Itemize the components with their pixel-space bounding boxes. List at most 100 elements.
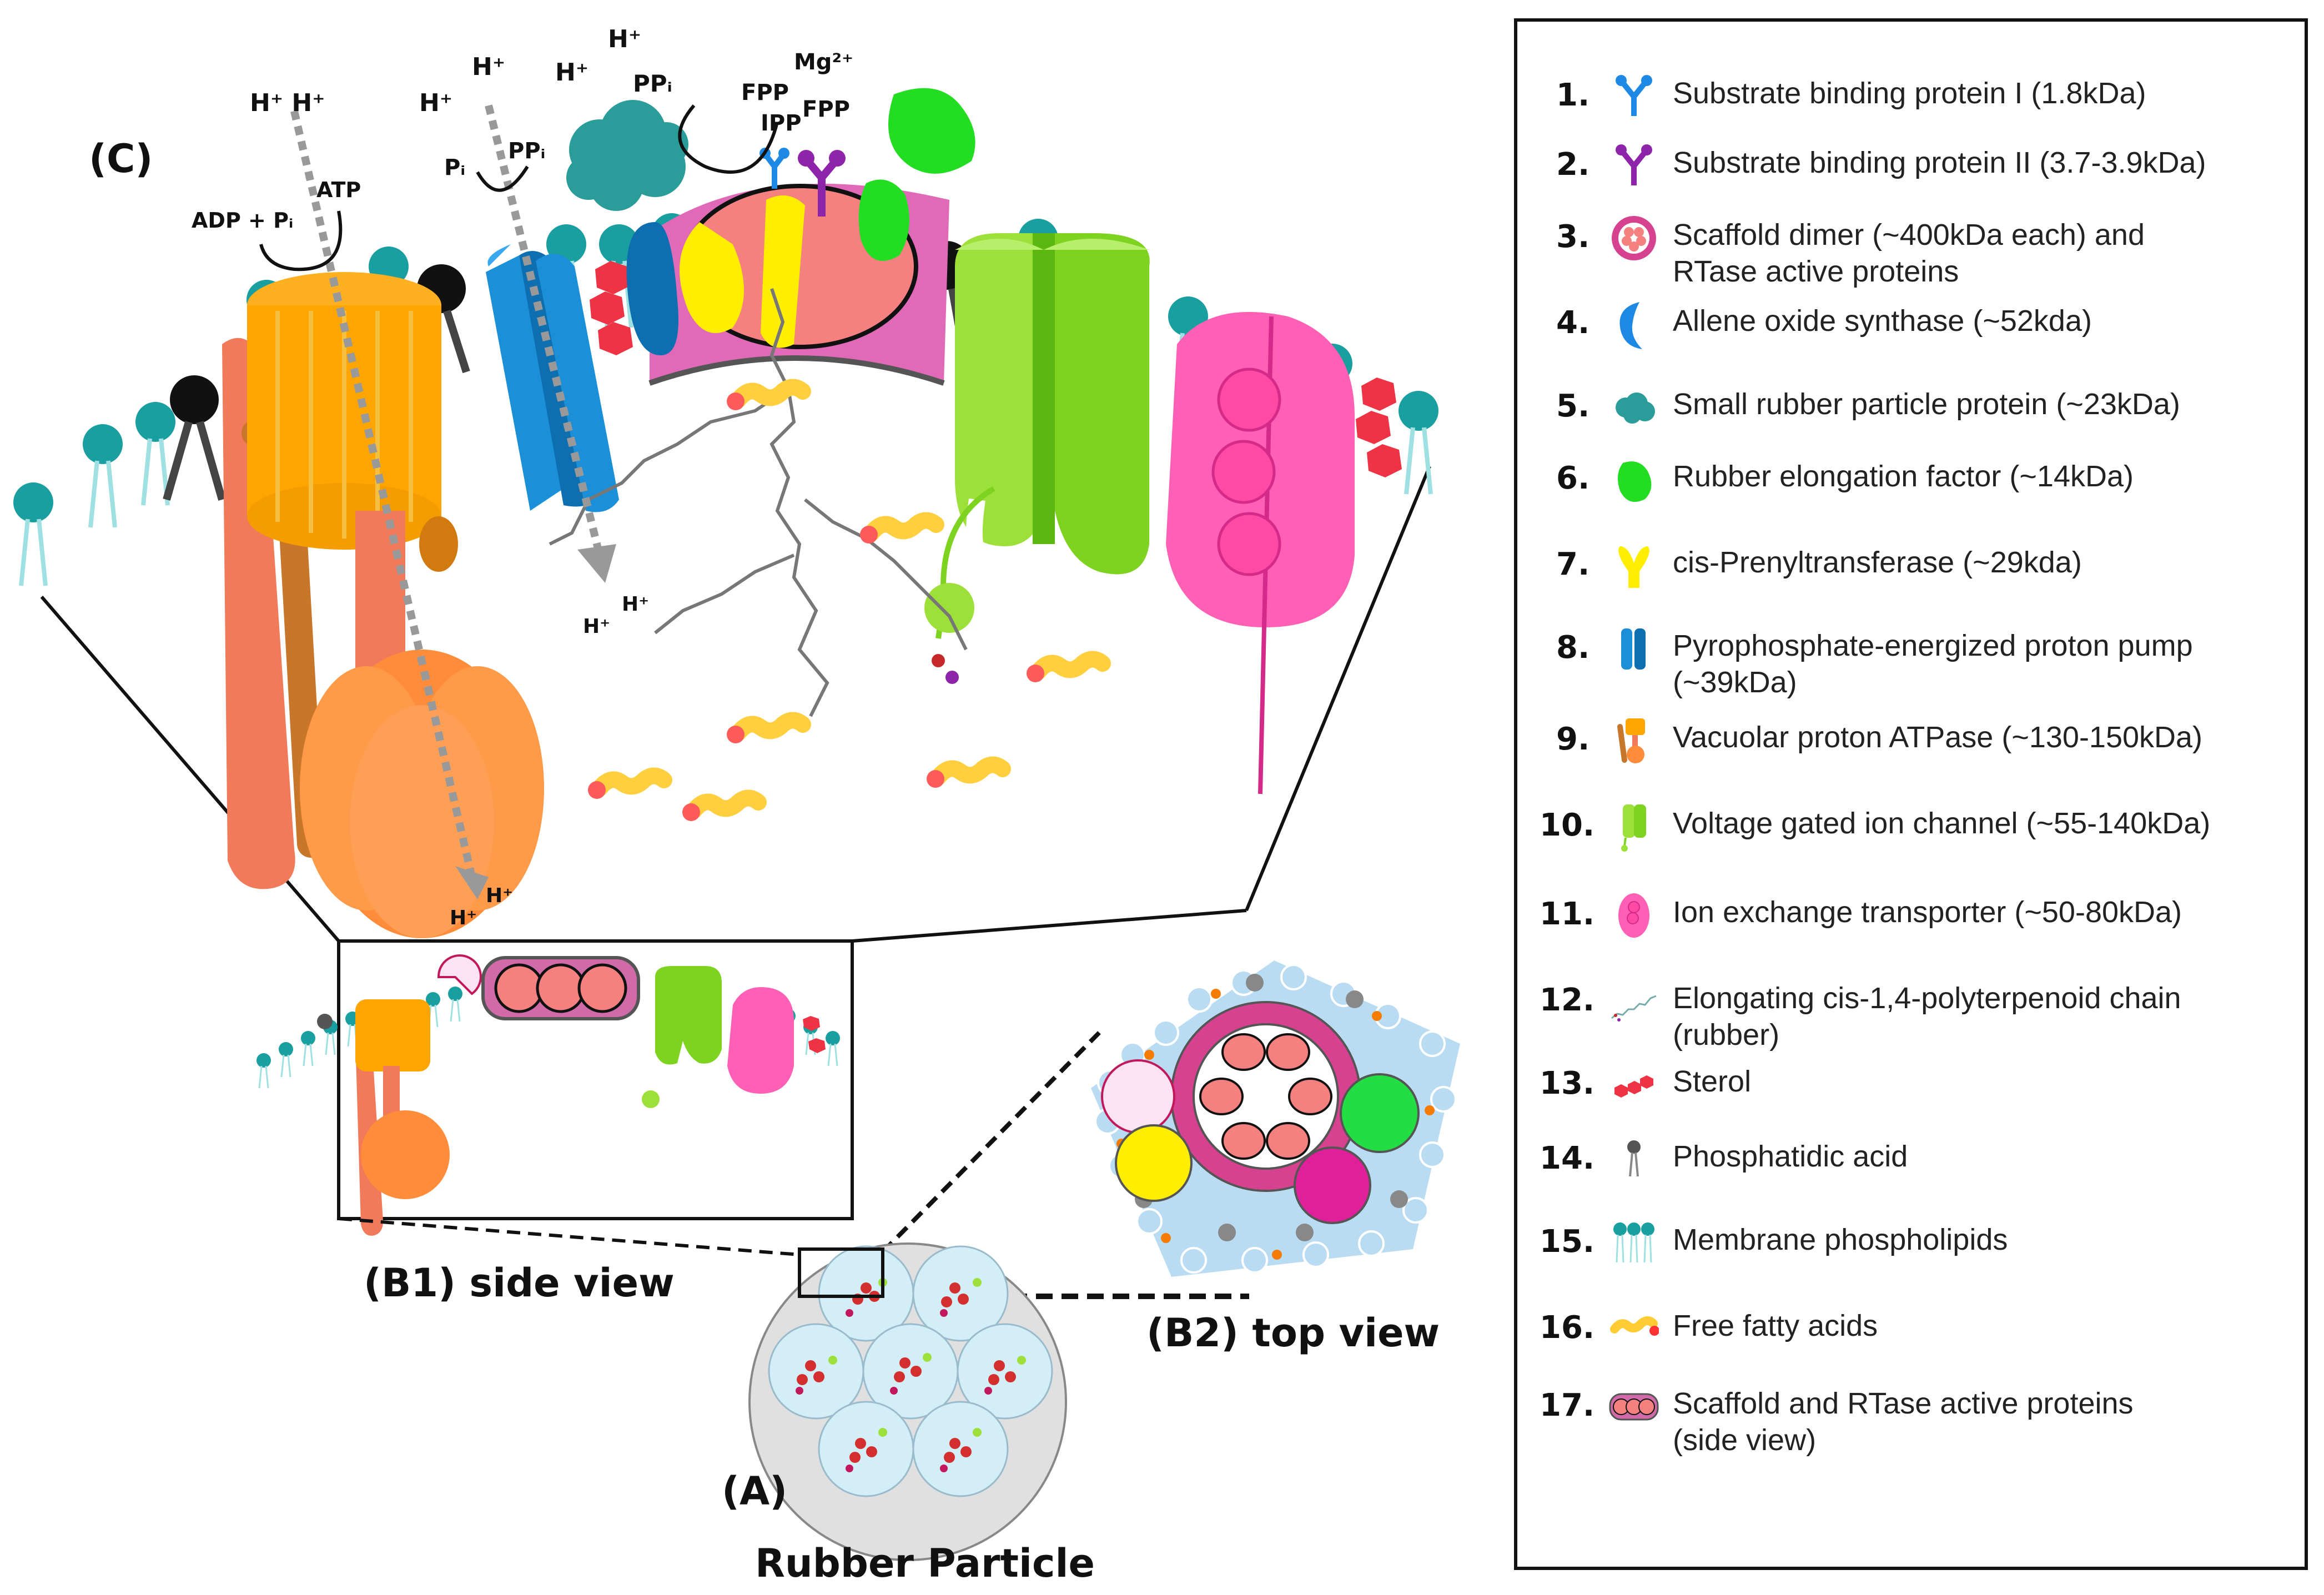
legend-item: 9. Vacuolar proton ATPase (~130-150kDa) [1517, 718, 2306, 799]
vacuolar-proton-atpase-c [222, 272, 544, 938]
legend-label: Rubber elongation factor (~14kDa) [1673, 460, 2134, 493]
legend-number: 5. [1556, 388, 1590, 424]
panel-b1 [255, 939, 854, 1236]
legend-item: 2. Substrate binding protein II (3.7-3.9k… [1517, 144, 2306, 224]
proton-out-label-1: H⁺ [583, 615, 610, 638]
rubber-chain-c [549, 288, 968, 717]
legend-label: Membrane phospholipids [1673, 1223, 2008, 1256]
legend-item: 1. Substrate binding protein I (1.8kDa) [1517, 75, 2306, 155]
legend-panel: 1. Substrate binding protein I (1.8kDa) 2.… [1514, 18, 2308, 1570]
legend-label: Ion exchange transporter (~50-80kDa) [1673, 895, 2182, 929]
legend-item: 17. Scaffold and RTase active proteins (s… [1517, 1387, 2306, 1465]
legend-number: 9. [1556, 721, 1590, 757]
fpp-label-2: FPP [802, 97, 850, 122]
panel-b2 [1091, 960, 1460, 1277]
legend-label: Scaffold and RTase active proteins (side… [1673, 1387, 2134, 1457]
legend-label: Free fatty acids [1673, 1309, 1878, 1342]
legend-number: 13. [1540, 1065, 1595, 1101]
legend-item: 11. Ion exchange transporter (~50-80kDa) [1517, 893, 2306, 974]
legend-number: 14. [1540, 1140, 1595, 1176]
legend-item: 14.Phosphatidic acid [1517, 1140, 2306, 1218]
label-panel-b1: (B1) side view [364, 1260, 675, 1306]
legend-number: 7. [1556, 546, 1590, 582]
legend-item: 10. Voltage gated ion channel (~55-140kDa… [1517, 804, 2306, 885]
label-rubber-particle: Rubber Particle [755, 1541, 1095, 1586]
voltage-gated-ion-channel-c [924, 233, 1150, 639]
proton-label-1: H⁺ H⁺ [250, 89, 325, 117]
legend-item: 13. Sterol [1517, 1065, 2306, 1143]
atp-label: ATP [316, 178, 361, 202]
ref-icon [1609, 455, 1659, 505]
legend-item: 8. Pyrophosphate-energized proton pump (~… [1517, 628, 2306, 707]
legend-number: 12. [1540, 982, 1595, 1018]
legend-label: Substrate binding protein I (1.8kDa) [1673, 77, 2146, 110]
legend-number: 4. [1556, 305, 1590, 341]
legend-item: 7. cis-Prenyltransferase (~29kda) [1517, 546, 2306, 624]
legend-item: 3. Scaffold dimer (~400kDa each) and RTas… [1517, 216, 2306, 296]
legend-item: 4. Allene oxide synthase (~52kda) [1517, 302, 2306, 383]
legend-number: 15. [1540, 1224, 1595, 1260]
legend-label: Substrate binding protein II (3.7-3.9kDa… [1673, 146, 2206, 179]
legend-number: 16. [1540, 1310, 1595, 1346]
legend-label: cis-Prenyltransferase (~29kda) [1673, 546, 2082, 579]
ion-exchanger-icon [1609, 890, 1659, 940]
y-protein-blue-icon [1609, 72, 1659, 122]
phospholipid-icon [1609, 1218, 1659, 1268]
legend-number: 2. [1556, 147, 1590, 183]
panel-c-outline [40, 465, 1431, 943]
proton-label-3: H⁺ [472, 53, 505, 81]
proton-label-4: H⁺ [555, 58, 588, 87]
legend-item: 5. Small rubber particle protein (~23kDa) [1517, 388, 2306, 466]
proton-bottom-label-1: H⁺ [450, 907, 477, 929]
mg-label: Mg²⁺ [794, 49, 853, 75]
scaffold-dimer-icon [1609, 213, 1659, 263]
ipp-label: IPP [761, 110, 802, 136]
legend-number: 10. [1540, 807, 1595, 843]
legend-number: 17. [1540, 1387, 1595, 1423]
legend-item: 15. Membrane phospholipids [1517, 1222, 2306, 1301]
legend-label: Allene oxide synthase (~52kda) [1673, 304, 2092, 338]
legend-label: Voltage gated ion channel (~55-140kDa) [1673, 807, 2211, 840]
srpp-protein-c [566, 100, 688, 211]
scaffold-side-icon [1609, 1382, 1659, 1432]
label-panel-c: (C) [89, 136, 153, 182]
legend-number: 8. [1556, 630, 1590, 666]
phosphatidic-acid-icon [1609, 1135, 1659, 1185]
rubber-particle [338, 1031, 1249, 1561]
allene-oxide-synthase-icon [1609, 299, 1659, 349]
ion-channel-icon [1609, 802, 1659, 852]
legend-number: 1. [1556, 77, 1590, 113]
sterol-icon [1609, 1060, 1659, 1110]
ref-protein-c [858, 88, 975, 261]
legend-item: 6.Rubber elongation factor (~14kDa) [1517, 460, 2306, 538]
cpt-icon [1609, 541, 1659, 591]
proton-label-2: H⁺ [419, 89, 452, 117]
fatty-acid-icon [1609, 1304, 1659, 1354]
substrate-binding-protein-1-c [759, 148, 789, 189]
srpp-icon [1609, 383, 1659, 432]
pi-label: Pᵢ [444, 155, 465, 180]
fpp-label-1: FPP [741, 80, 789, 105]
proton-flow-arrows [290, 104, 603, 878]
legend-number: 11. [1540, 896, 1595, 932]
proton-out-label-2: H⁺ [622, 593, 649, 616]
proton-arrowhead-1 [455, 866, 489, 899]
sterol-group [590, 261, 1402, 477]
legend-label: Elongating cis-1,4-polyterpenoid chain (… [1673, 982, 2181, 1051]
reaction-arrows [259, 104, 779, 271]
legend-label: Sterol [1673, 1065, 1752, 1098]
proton-arrowhead-2 [577, 544, 616, 583]
legend-label: Vacuolar proton ATPase (~130-150kDa) [1673, 721, 2203, 754]
legend-label: Small rubber particle protein (~23kDa) [1673, 388, 2180, 421]
legend-number: 3. [1556, 219, 1590, 255]
label-panel-b2: (B2) top view [1146, 1310, 1440, 1356]
polymer-chain-icon [1609, 977, 1659, 1027]
legend-item: 12. Elongating cis-1,4-polyterpenoid chai… [1517, 982, 2306, 1060]
legend-label: Pyrophosphate-energized proton pump (~39… [1673, 629, 2193, 699]
proton-bottom-label-2: H⁺ [486, 884, 513, 907]
ppi-label-1: PPᵢ [508, 138, 545, 164]
legend-item: 16. Free fatty acids [1517, 1309, 2306, 1387]
v-atpase-icon [1609, 716, 1659, 766]
legend-label: Scaffold dimer (~400kDa each) and RTase … [1673, 218, 2145, 288]
proton-label-5: H⁺ [608, 25, 641, 53]
